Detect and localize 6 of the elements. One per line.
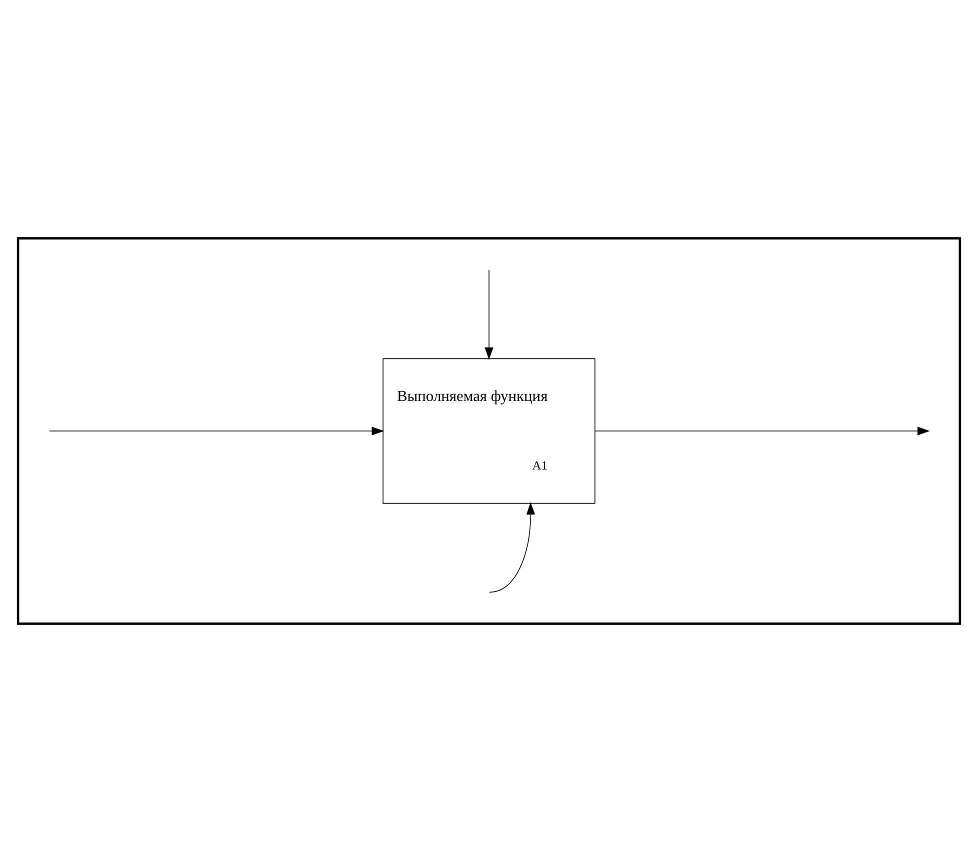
arrow <box>594 426 930 435</box>
arrow <box>488 502 536 592</box>
cluster <box>16 236 962 624</box>
node-box: Выполняемая функция A1 <box>382 358 596 504</box>
arrow <box>49 426 384 435</box>
arrow <box>484 269 494 360</box>
